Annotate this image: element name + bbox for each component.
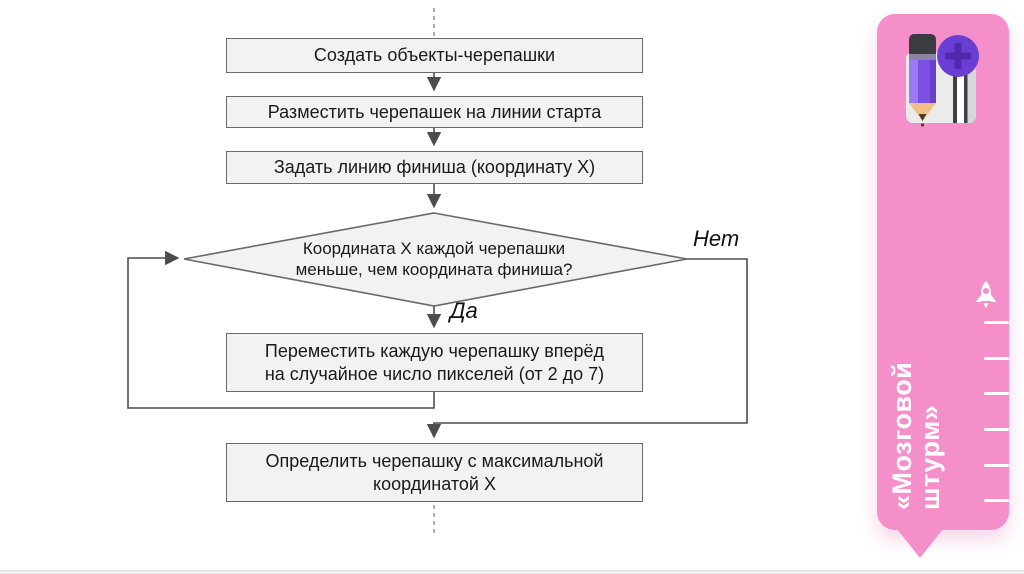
ruler-tick: [984, 321, 1009, 324]
no-branch-connector: [426, 258, 748, 439]
loop-back-connector: [127, 250, 435, 409]
flow-step-text: Определить черепашку с максимальной: [265, 450, 604, 471]
branch-label-yes: Да: [450, 298, 478, 323]
decision-condition-line: меньше, чем координата финиша?: [295, 260, 573, 279]
pencil-notebook-icon: [906, 34, 979, 127]
flow-step-text: Переместить каждую черепашку вперёд: [264, 340, 605, 361]
branch-label-no: Нет: [693, 226, 740, 251]
ruler-tick: [984, 499, 1009, 502]
bookmark-panel: «Мозговой штурм»: [877, 14, 1009, 558]
flow-step-find-max-turtle: Определить черепашку с максимальной коор…: [226, 443, 643, 502]
flow-step-text: на случайное число пикселей (от 2 до 7): [264, 363, 605, 384]
section-title-line: «Мозговой: [887, 361, 917, 510]
rocket-icon: [975, 281, 997, 309]
flow-step-text: координатой X: [373, 473, 496, 494]
flow-step-text: Разместить черепашек на линии старта: [267, 101, 602, 122]
slide-bottom-edge: [0, 570, 1024, 574]
decision-condition: Координата X каждой черепашки меньше, че…: [264, 238, 604, 280]
section-title-line: штурм»: [915, 404, 945, 510]
ruler-tick: [984, 428, 1009, 431]
ruler-tick: [984, 464, 1009, 467]
decision-diamond-shape: [183, 212, 688, 307]
ruler-tick: [984, 357, 1009, 360]
flow-step-text: Задать линию финиша (координату X): [273, 157, 596, 177]
flow-step-move-turtles: Переместить каждую черепашку вперёд на с…: [226, 333, 643, 392]
section-title: «Мозговой штурм»: [887, 320, 945, 510]
bookmark-tail: [897, 529, 943, 558]
pencil-icon: [909, 34, 936, 127]
flow-step-text: Создать объекты-черепашки: [313, 45, 556, 65]
flow-step-set-finish-line: Задать линию финиша (координату X): [226, 151, 643, 184]
flow-step-place-turtles: Разместить черепашек на линии старта: [226, 96, 643, 128]
ruler-tick: [984, 392, 1009, 395]
flow-step-create-turtles: Создать объекты-черепашки: [226, 38, 643, 73]
decision-condition-line: Координата X каждой черепашки: [302, 239, 566, 258]
plus-icon: [937, 35, 979, 77]
